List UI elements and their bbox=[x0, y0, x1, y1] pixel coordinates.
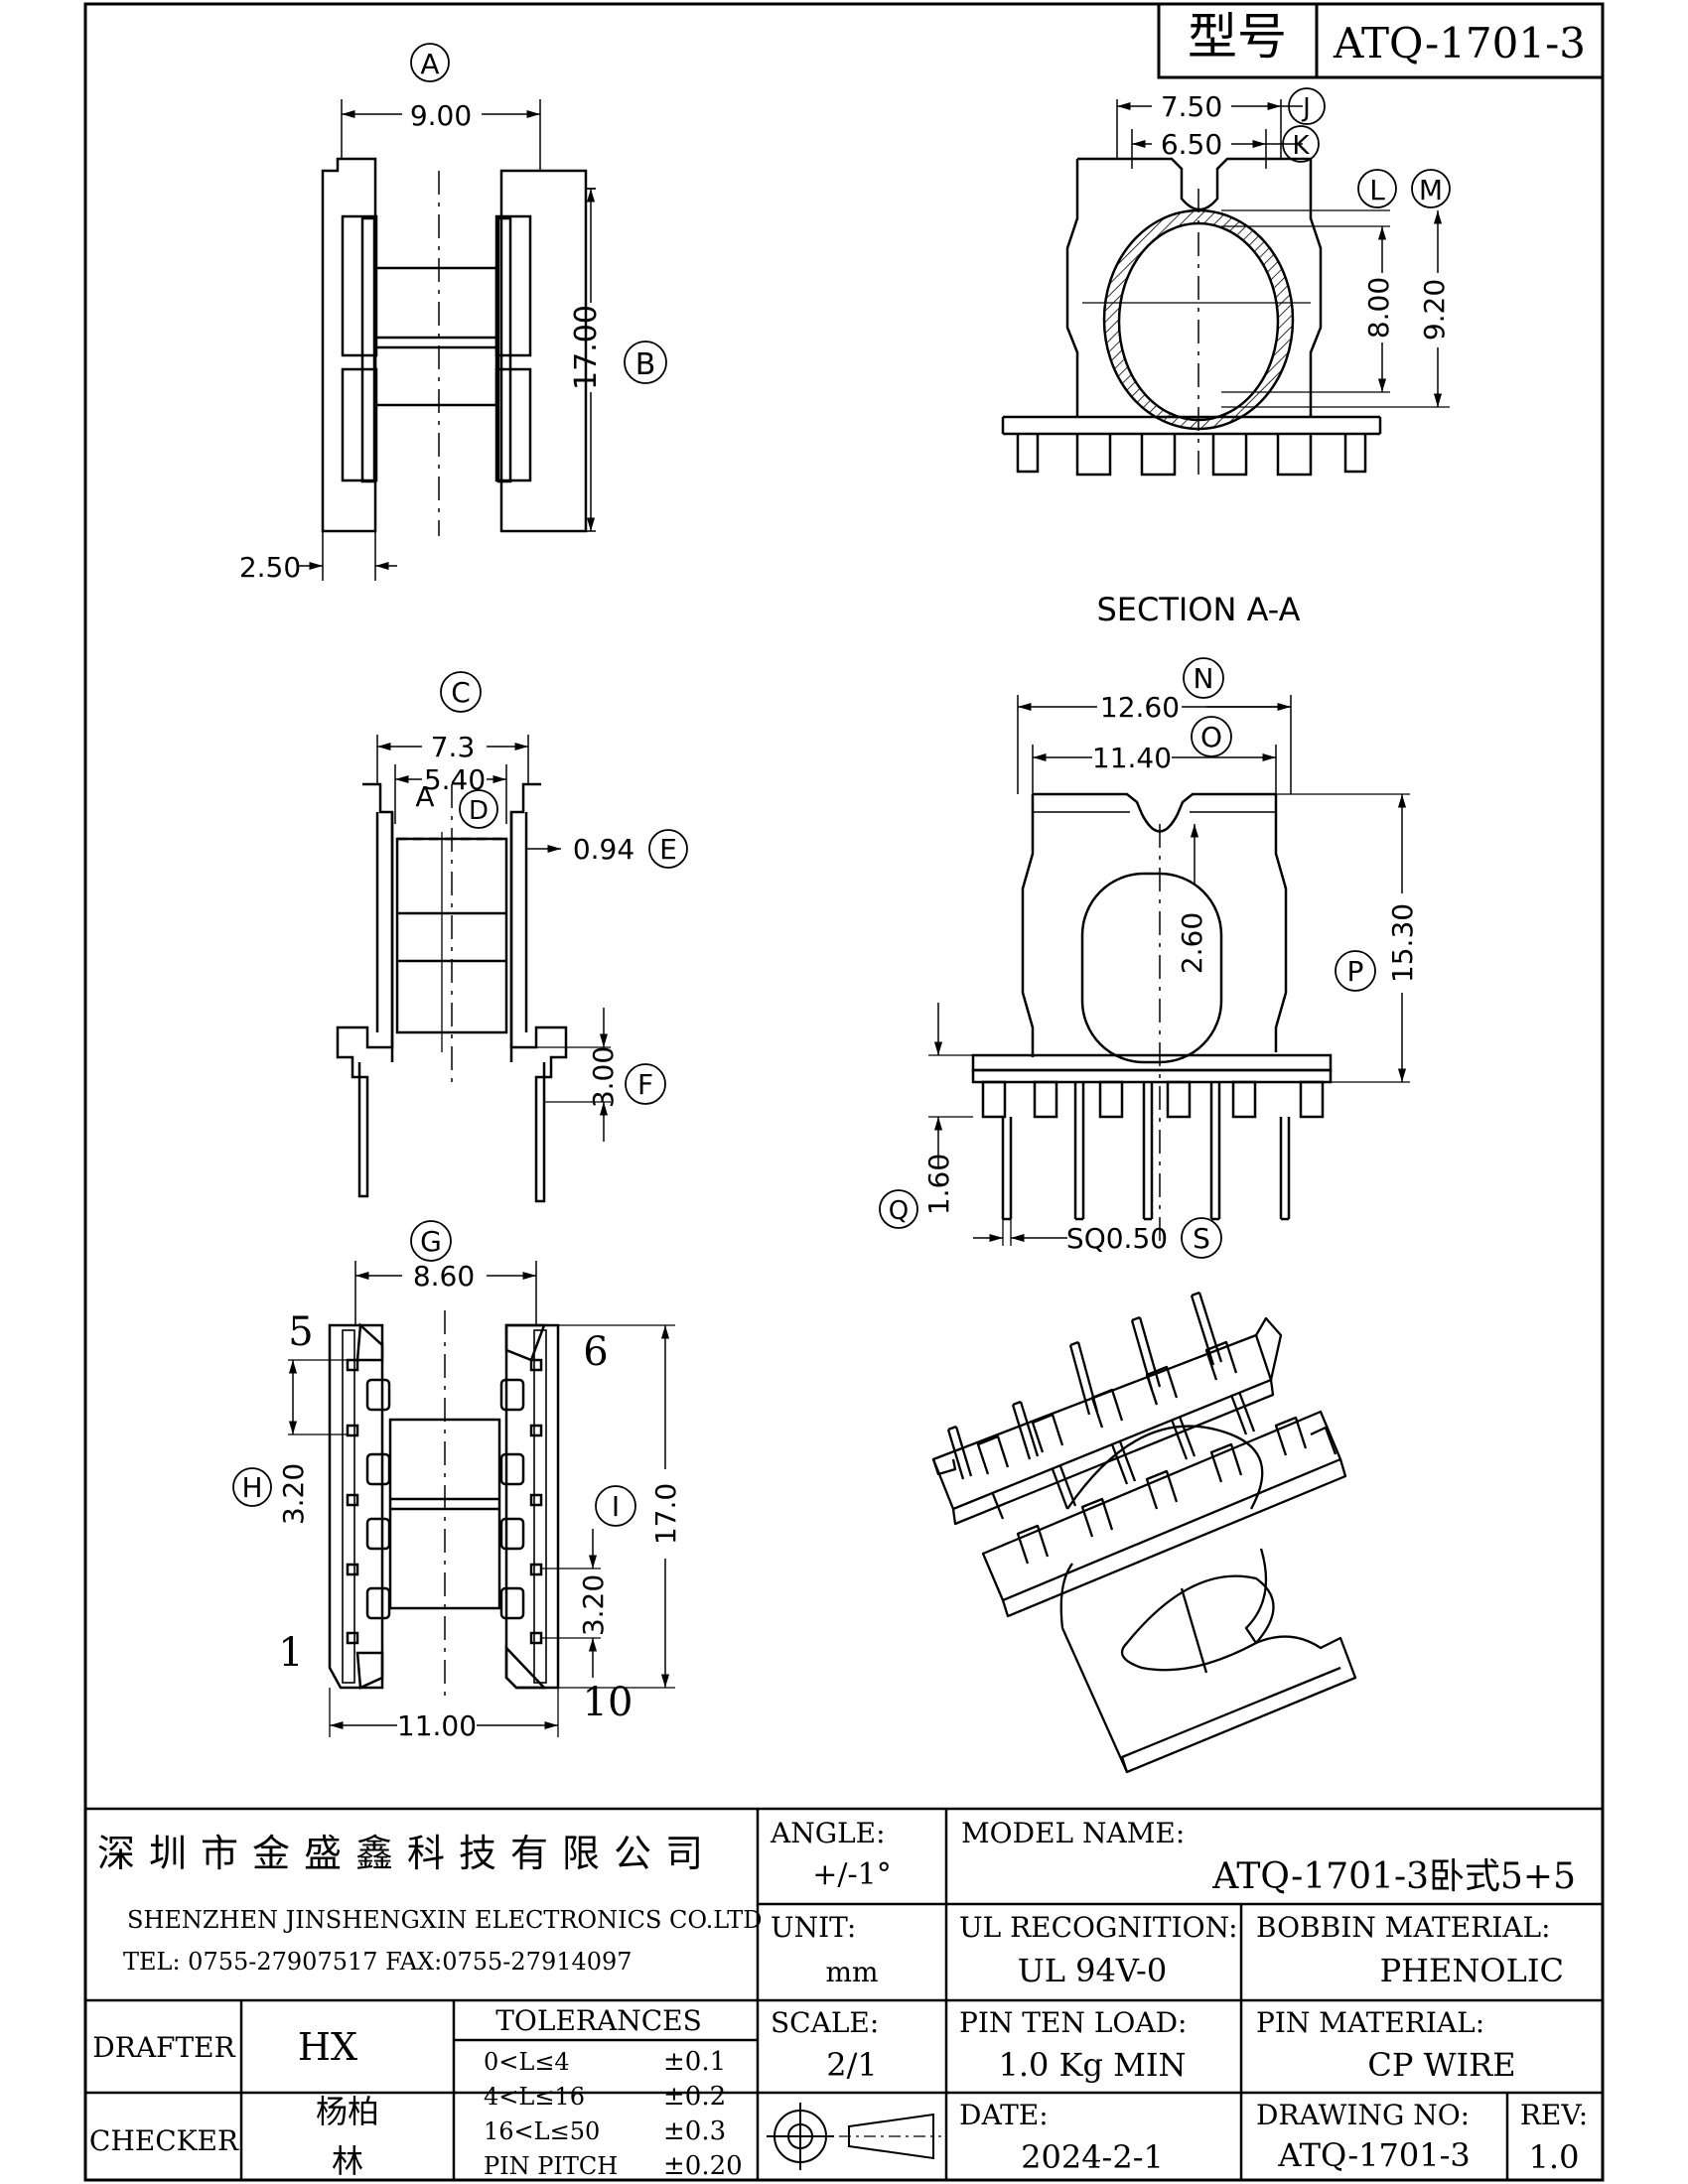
model-header-label: 型号 bbox=[1188, 8, 1287, 66]
tolerance-range: 0<L≤4 bbox=[484, 2048, 570, 2076]
callout-j: J bbox=[1301, 93, 1311, 123]
section-mark-a: A bbox=[415, 780, 434, 813]
dim-g: 8.60 bbox=[413, 1260, 475, 1293]
company-name-en: SHENZHEN JINSHENGXIN ELECTRONICS CO.LTD bbox=[127, 1906, 763, 1934]
callout-o: O bbox=[1200, 721, 1222, 753]
dim-bottom-width: 11.00 bbox=[397, 1709, 477, 1742]
isometric-view bbox=[931, 1291, 1357, 1774]
pin-load-value: 1.0 Kg MIN bbox=[998, 2046, 1186, 2084]
drawing-no-value: ATQ-1701-3 bbox=[1277, 2136, 1471, 2174]
date-label: DATE: bbox=[959, 2099, 1049, 2131]
dim-s: SQ0.50 bbox=[1066, 1222, 1168, 1255]
checker-value-line1: 杨柏 bbox=[316, 2093, 379, 2130]
sheet-border bbox=[83, 2, 1605, 2182]
dim-m: 9.20 bbox=[1418, 279, 1451, 341]
scale-value: 2/1 bbox=[826, 2046, 878, 2084]
callout-m: M bbox=[1419, 174, 1443, 206]
dim-top-height: 17.00 bbox=[569, 305, 604, 390]
pin-material-value: CP WIRE bbox=[1367, 2046, 1515, 2084]
dim-k: 6.50 bbox=[1161, 128, 1222, 161]
callout-d: D bbox=[469, 796, 489, 826]
tolerance-range: PIN PITCH bbox=[484, 2152, 618, 2180]
dim-j: 7.50 bbox=[1161, 90, 1222, 123]
dim-h: 3.20 bbox=[277, 1463, 310, 1525]
rev-value: 1.0 bbox=[1529, 2138, 1580, 2176]
unit-label: UNIT: bbox=[771, 1911, 856, 1944]
dim-d: 5.40 bbox=[424, 763, 486, 796]
dim-l: 8.00 bbox=[1362, 277, 1395, 339]
callout-f: F bbox=[637, 1068, 653, 1101]
bobbin-material-value: PHENOLIC bbox=[1380, 1952, 1564, 1989]
front-view bbox=[879, 657, 1410, 1259]
ul-label: UL RECOGNITION: bbox=[959, 1911, 1238, 1944]
checker-label: CHECKER bbox=[89, 2124, 239, 2157]
pin-material-label: PIN MATERIAL: bbox=[1256, 2006, 1484, 2039]
drawing-no-label: DRAWING NO: bbox=[1256, 2099, 1470, 2131]
date-value: 2024-2-1 bbox=[1021, 2138, 1164, 2176]
side-view bbox=[336, 671, 688, 1203]
scale-label: SCALE: bbox=[771, 2006, 879, 2039]
callout-a: A bbox=[420, 48, 439, 80]
bottom-view bbox=[232, 1220, 675, 1737]
tolerance-range: 16<L≤50 bbox=[484, 2117, 600, 2145]
pin-label-1: 1 bbox=[278, 1630, 303, 1676]
tolerances-label: TOLERANCES bbox=[495, 2004, 702, 2037]
tolerance-value: ±0.1 bbox=[663, 2047, 726, 2077]
section-view bbox=[1001, 87, 1451, 477]
dim-n: 12.60 bbox=[1100, 691, 1180, 724]
pin-load-label: PIN TEN LOAD: bbox=[959, 2006, 1187, 2039]
dim-p: 15.30 bbox=[1386, 903, 1419, 983]
drafter-label: DRAFTER bbox=[92, 2031, 235, 2064]
title-block-grid bbox=[85, 1807, 1603, 2180]
angle-label: ANGLE: bbox=[770, 1817, 886, 1849]
model-name-value: ATQ-1701-3卧式5+5 bbox=[1211, 1856, 1576, 1897]
callout-c: C bbox=[451, 676, 471, 709]
dim-f: 3.00 bbox=[587, 1046, 620, 1108]
dim-q: 1.60 bbox=[922, 1154, 955, 1215]
company-contact: TEL: 0755-27907517 FAX:0755-27914097 bbox=[123, 1948, 633, 1976]
model-header-box: 型号 ATQ-1701-3 bbox=[1157, 2, 1605, 79]
dim-c: 7.3 bbox=[431, 731, 476, 763]
projection-symbol bbox=[767, 2103, 941, 2170]
callout-g: G bbox=[420, 1225, 442, 1258]
callout-q: Q bbox=[889, 1196, 909, 1226]
company-name-cn: 深圳市金盛鑫科技有限公司 bbox=[97, 1832, 717, 1875]
checker-value-line2: 林 bbox=[332, 2142, 363, 2180]
callout-i: I bbox=[612, 1490, 620, 1523]
unit-value: mm bbox=[825, 1956, 878, 1988]
rev-label: REV: bbox=[1520, 2099, 1588, 2131]
model-name-label: MODEL NAME: bbox=[961, 1817, 1185, 1849]
dim-bottom-height: 17.0 bbox=[649, 1483, 682, 1545]
top-view bbox=[298, 43, 667, 581]
callout-e: E bbox=[659, 833, 677, 866]
dim-slot: 2.60 bbox=[1176, 912, 1208, 974]
tolerance-value: ±0.20 bbox=[663, 2151, 743, 2181]
callout-s: S bbox=[1193, 1222, 1210, 1255]
section-title: SECTION A-A bbox=[1096, 591, 1300, 628]
tolerance-value: ±0.3 bbox=[663, 2116, 726, 2146]
tolerance-value: ±0.2 bbox=[663, 2082, 726, 2112]
pin-label-6: 6 bbox=[583, 1329, 608, 1375]
drafter-value: HX bbox=[298, 2025, 357, 2069]
dim-top-flange: 2.50 bbox=[239, 551, 301, 584]
dim-i: 3.20 bbox=[577, 1574, 610, 1636]
tolerance-range: 4<L≤16 bbox=[484, 2083, 585, 2111]
callout-l: L bbox=[1369, 174, 1385, 206]
callout-k: K bbox=[1292, 131, 1310, 161]
dim-top-width: 9.00 bbox=[410, 99, 472, 132]
callout-h: H bbox=[241, 1471, 262, 1504]
dim-o: 11.40 bbox=[1092, 742, 1172, 774]
callout-n: N bbox=[1194, 662, 1214, 695]
pin-label-5: 5 bbox=[288, 1309, 313, 1355]
model-header-value: ATQ-1701-3 bbox=[1333, 19, 1586, 68]
callout-b: B bbox=[635, 347, 656, 382]
bobbin-material-label: BOBBIN MATERIAL: bbox=[1256, 1911, 1551, 1944]
pin-label-10: 10 bbox=[583, 1680, 633, 1725]
dim-e: 0.94 bbox=[573, 833, 634, 866]
callout-p: P bbox=[1347, 955, 1364, 988]
angle-value: +/-1° bbox=[812, 1857, 891, 1892]
ul-value: UL 94V-0 bbox=[1018, 1952, 1167, 1989]
